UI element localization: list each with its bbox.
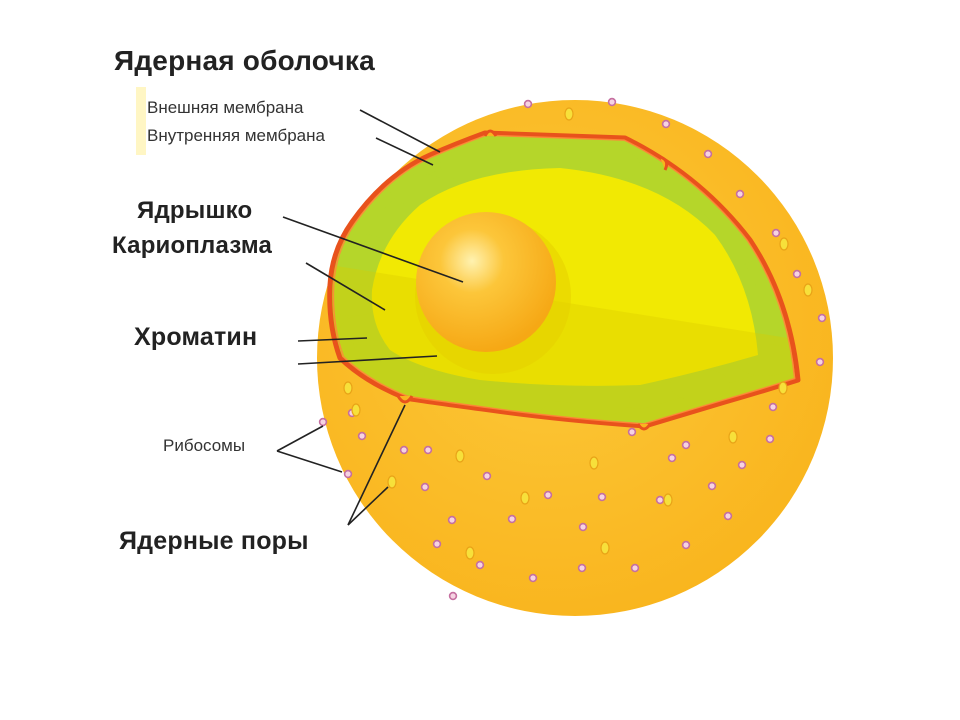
- cytoplasm-granule: [663, 493, 673, 507]
- ribosome-dot: [420, 482, 430, 492]
- leader-outer-membrane: [359, 109, 441, 153]
- ribosome-dot: [482, 471, 492, 481]
- label-highlight: [136, 87, 146, 155]
- ribosome-dot: [343, 469, 353, 479]
- ribosome-dot: [399, 445, 409, 455]
- cytoplasm-granule: [343, 381, 353, 395]
- chromatin-blob: [570, 384, 630, 416]
- chromatin-blob: [440, 149, 500, 181]
- ribosome-dot: [707, 481, 717, 491]
- ribosome-dot: [765, 434, 775, 444]
- leader-karyoplasm: [305, 262, 386, 311]
- cytoplasm-granule: [778, 381, 788, 395]
- leader-chromatin-1: [297, 337, 368, 342]
- label-inner-membrane: Внутренняя мембрана: [147, 126, 325, 145]
- cytoplasm-granule: [779, 237, 789, 251]
- ribosome-dot: [577, 563, 587, 573]
- cytoplasm-granule: [564, 107, 574, 121]
- ribosome-dot: [817, 313, 827, 323]
- leader-chromatin-2: [297, 355, 438, 365]
- ribosome-dot: [630, 563, 640, 573]
- nucleolus: [416, 212, 556, 352]
- leader-pore-2: [347, 486, 389, 526]
- label-nuclear-envelope: Ядерная оболочка: [114, 45, 375, 76]
- chromatin-blob: [329, 284, 382, 316]
- ribosome-dot: [737, 460, 747, 470]
- nuclear-pore: [659, 155, 669, 171]
- leader-ribosome-1: [276, 425, 324, 452]
- label-outer-membrane: Внешняя мембрана: [147, 98, 304, 117]
- label-chromatin: Хроматин: [134, 323, 258, 351]
- ribosome-dot: [735, 189, 745, 199]
- cytoplasm-granule: [351, 403, 361, 417]
- label-nucleolus: Ядрышко: [137, 197, 253, 224]
- cytoplasm-granule: [600, 541, 610, 555]
- ribosome-dot: [655, 495, 665, 505]
- chromatin-blob: [580, 149, 640, 181]
- label-karyoplasm: Кариоплазма: [112, 232, 273, 259]
- cytoplasm-granule: [387, 475, 397, 489]
- ribosome-dot: [318, 417, 328, 427]
- ribosome-dot: [357, 431, 367, 441]
- nuclear-pore: [396, 395, 414, 404]
- ribosome-dot: [543, 490, 553, 500]
- ribosome-dot: [792, 269, 802, 279]
- ribosome-dot: [667, 453, 677, 463]
- chromatin-blob: [365, 356, 425, 388]
- cytoplasm-granule: [589, 456, 599, 470]
- leader-lines: [276, 109, 464, 526]
- ribosome-dot: [447, 515, 457, 525]
- ribosome-dot: [681, 540, 691, 550]
- ribosome-dot: [475, 560, 485, 570]
- leader-ribosome-2: [276, 450, 343, 473]
- chromatin-blob: [510, 144, 570, 176]
- ribosome-dot: [528, 573, 538, 583]
- leader-pore-1: [347, 404, 406, 526]
- ribosome-dot: [432, 539, 442, 549]
- nuclear-pore: [483, 129, 498, 137]
- ribosome-dot: [681, 440, 691, 450]
- chromatin-blob: [420, 374, 480, 406]
- chromatin-blob: [670, 369, 730, 401]
- ribosome-dot: [768, 402, 778, 412]
- ribosome-dot: [723, 511, 733, 521]
- ribosome-dot: [523, 99, 533, 109]
- cytoplasm-granule: [728, 430, 738, 444]
- chromatin-blobs: [329, 144, 795, 416]
- ribosome-dot: [448, 591, 458, 601]
- ribosome-dot: [627, 427, 637, 437]
- ribosomes: [318, 97, 827, 601]
- ribosome-dot: [607, 97, 617, 107]
- cytoplasm-granule: [803, 283, 813, 297]
- leader-inner-membrane: [375, 137, 434, 166]
- cytoplasm-granule: [465, 546, 475, 560]
- ribosome-dot: [771, 228, 781, 238]
- nuclear-pore: [636, 423, 652, 431]
- cytoplasm-granule: [455, 449, 465, 463]
- leader-nucleolus: [282, 216, 464, 283]
- nuclear-pores: [396, 129, 669, 431]
- ribosome-dot: [507, 514, 517, 524]
- ribosome-dot: [597, 492, 607, 502]
- granules: [343, 107, 813, 560]
- label-nuclear-pores: Ядерные поры: [119, 527, 309, 555]
- label-ribosomes: Рибосомы: [163, 436, 246, 455]
- ribosome-dot: [703, 149, 713, 159]
- ribosome-dot: [815, 357, 825, 367]
- ribosome-dot: [423, 445, 433, 455]
- ribosome-dot: [661, 119, 671, 129]
- ribosome-dot: [578, 522, 588, 532]
- cytoplasm-granule: [520, 491, 530, 505]
- chromatin-blob: [490, 382, 550, 414]
